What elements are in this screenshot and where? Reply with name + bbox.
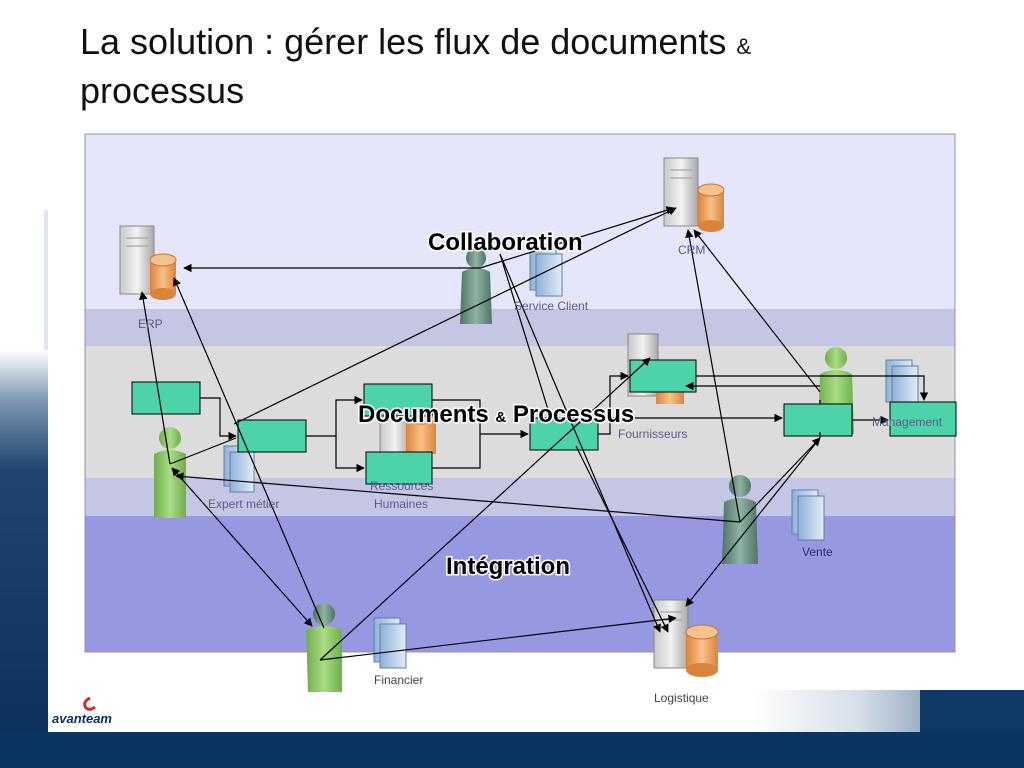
label-humaines: Humaines (374, 497, 428, 511)
process-box-7 (783, 403, 853, 437)
band-title-documents-word: Documents (358, 401, 489, 428)
long-arrows (139, 206, 821, 661)
process-box-1 (131, 381, 201, 415)
slide-title: La solution : gérer les flux de document… (80, 20, 980, 113)
flow-diagram: CRM ERP Service Client Fournisseurs Mana… (84, 133, 957, 705)
title-amp: & (736, 34, 752, 59)
footer-bar (0, 732, 1024, 768)
logo-text: avanteam (52, 711, 112, 726)
label-expert-metier: Expert métier (208, 497, 279, 511)
label-ressources: Ressources (370, 479, 433, 493)
label-service-client: Service Client (514, 299, 589, 313)
avanteam-swirl-icon (83, 696, 96, 711)
band-collaboration (84, 133, 956, 311)
left-thin-line (44, 210, 48, 350)
avanteam-logo: avanteam (52, 696, 132, 730)
band-title-documents: Documents & Processus (358, 401, 634, 428)
financier-document-icon (373, 617, 407, 669)
process-box-6 (629, 359, 697, 393)
label-vente: Vente (802, 545, 833, 559)
service-client-document-icon (529, 247, 563, 297)
vente-document-icon (791, 489, 825, 541)
process-box-2 (237, 419, 307, 453)
label-logistique: Logistique (654, 691, 709, 705)
label-management: Management (872, 415, 943, 429)
process-box-5 (529, 417, 599, 451)
erp-server-icon (119, 225, 177, 300)
process-box-8 (889, 401, 957, 437)
label-fournisseurs: Fournisseurs (618, 427, 687, 441)
label-crm: CRM (678, 243, 705, 257)
band-title-integration: Intégration (446, 553, 570, 580)
logistique-server-icon (653, 599, 719, 677)
footer-gradient-end (920, 690, 1024, 732)
label-erp: ERP (138, 317, 163, 331)
process-connectors (200, 371, 929, 473)
management-document-icon (885, 359, 919, 409)
process-box-3 (363, 383, 433, 417)
band-outline (84, 133, 956, 653)
band-title-amp: & (495, 409, 506, 426)
left-decor-bar (0, 0, 48, 768)
band-separator-top (85, 310, 955, 346)
title-main: La solution : gérer les flux de document… (80, 21, 727, 62)
band-title-processus: Processus (513, 401, 634, 428)
band-title-collaboration: Collaboration (428, 229, 583, 256)
label-financier: Financier (374, 673, 423, 687)
title-end: processus (80, 70, 245, 111)
